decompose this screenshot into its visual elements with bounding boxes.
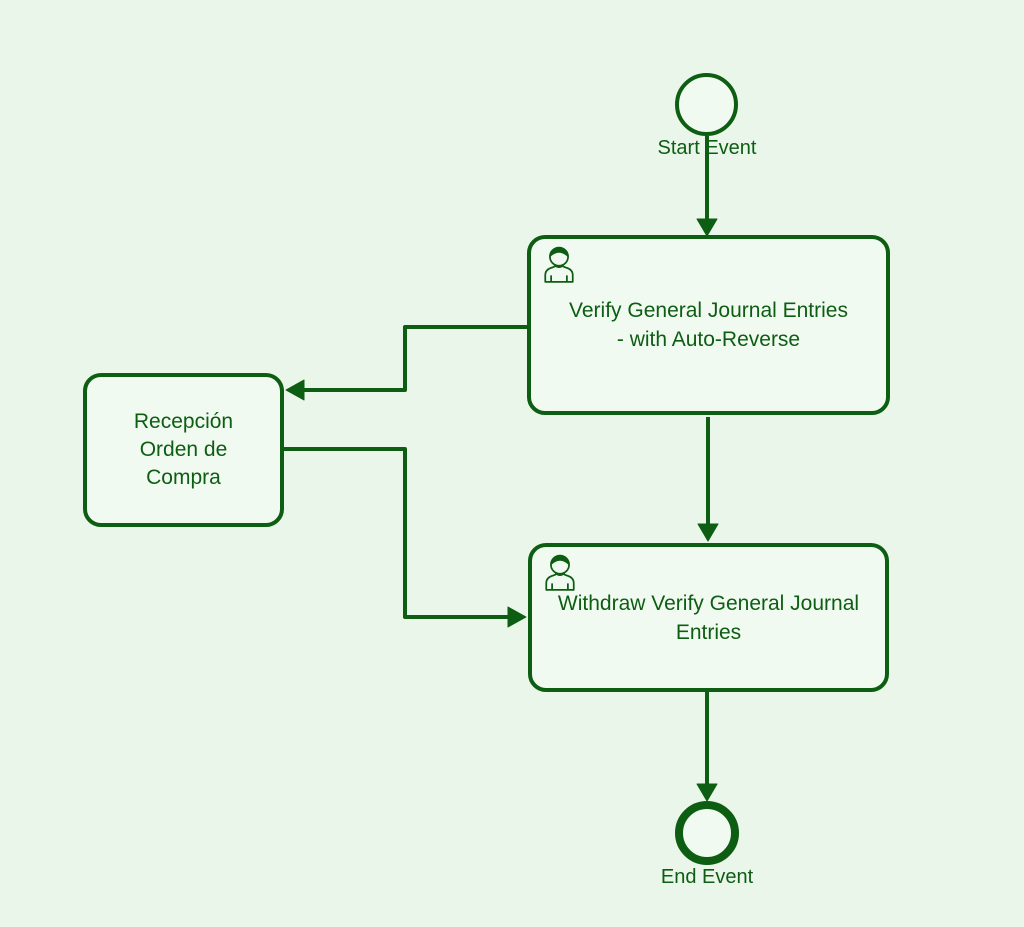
task-label-line: Orden de (139, 438, 228, 461)
task-verify-general-journal-entries[interactable]: Verify General Journal Entries - with Au… (527, 235, 890, 415)
task-label-line: Entries (675, 620, 742, 644)
start-event[interactable] (675, 73, 738, 136)
user-icon (541, 553, 579, 591)
user-icon (540, 245, 578, 283)
flow-recepcion-to-withdraw (284, 447, 527, 628)
flow-verify-to-withdraw (697, 417, 719, 542)
end-event[interactable] (675, 801, 739, 865)
task-label-line: - with Auto-Reverse (616, 328, 801, 351)
task-label-line: Withdraw Verify General Journal (557, 591, 860, 615)
flow-verify-to-recepcion (285, 325, 527, 401)
task-label-line: Verify General Journal Entries (569, 299, 848, 322)
task-recepcion-orden-de-compra[interactable]: Recepción Orden de Compra (83, 373, 284, 527)
task-label-line: Recepción (133, 410, 234, 433)
flow-withdraw-to-end (696, 692, 718, 802)
end-event-label: End Event (660, 866, 754, 888)
start-event-label: Start Event (657, 137, 757, 159)
task-withdraw-verify-general-journal-entries[interactable]: Withdraw Verify General Journal Entries (528, 543, 889, 692)
task-label-line: Compra (146, 466, 221, 489)
